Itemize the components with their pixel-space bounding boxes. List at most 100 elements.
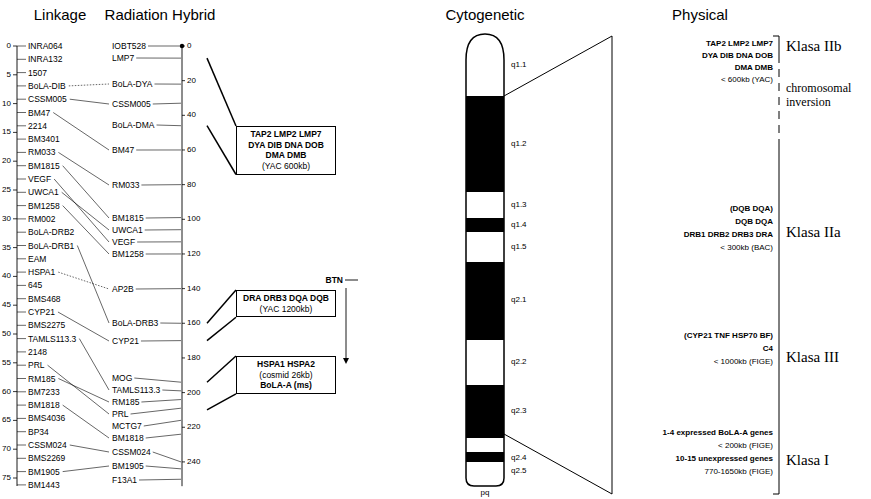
scale-tick xyxy=(182,80,185,81)
marker-leader xyxy=(144,420,181,426)
marker-leader xyxy=(148,46,181,47)
band-name: q1.3 xyxy=(511,201,527,209)
marker-name: BM1905 xyxy=(28,467,60,476)
orientation-line xyxy=(346,288,347,359)
band-name: q2.2 xyxy=(511,358,527,366)
gene-list: BoLA-A (ms) xyxy=(242,380,330,391)
marker-name: TAMLS113.3 xyxy=(112,386,160,395)
marker-name: BM1818 xyxy=(28,401,60,410)
marker-leader xyxy=(17,85,26,86)
size-note: < 600kb (YAC) xyxy=(721,76,773,84)
scale-number: 140 xyxy=(187,285,200,293)
class-label: Klasa III xyxy=(786,350,839,365)
marker-leader xyxy=(17,405,26,406)
chromosome-outline xyxy=(466,34,504,486)
marker-leader xyxy=(17,365,26,366)
marker-name: CYP21 xyxy=(112,337,139,346)
marker-leader xyxy=(17,245,26,246)
column-heading: Physical xyxy=(672,7,728,22)
scale-tick xyxy=(13,218,17,219)
marker-name: BM1443 xyxy=(28,481,60,490)
marker-correspondence xyxy=(58,152,109,185)
marker-name: CYP21 xyxy=(28,308,55,317)
marker-name: BM1818 xyxy=(112,434,144,443)
marker-name: BM1905 xyxy=(112,462,144,471)
marker-leader xyxy=(146,217,181,218)
scale-number: 60 xyxy=(187,146,196,154)
marker-correspondence xyxy=(70,99,109,104)
marker-name: MOG xyxy=(112,374,132,383)
gene-list: TAP2 LMP2 LMP7 xyxy=(706,40,773,48)
scale-number: 200 xyxy=(187,389,200,397)
marker-leader xyxy=(139,479,181,481)
scale-number: 80 xyxy=(187,181,196,189)
marker-leader xyxy=(153,452,181,462)
marker-name: BM1258 xyxy=(28,201,60,210)
marker-leader xyxy=(17,418,26,419)
column-heading: Linkage xyxy=(34,7,87,22)
marker-leader xyxy=(141,184,181,185)
region-note: chromosomal inversion xyxy=(786,82,851,110)
gene-list: DMA DMB xyxy=(242,150,330,161)
clone-line xyxy=(207,126,236,175)
scale-tick xyxy=(182,149,185,150)
marker-name: VEGF xyxy=(28,175,51,184)
scale-tick xyxy=(13,161,17,162)
marker-leader xyxy=(17,192,26,193)
class-label: Klasa IIb xyxy=(786,39,841,54)
dark-band xyxy=(460,385,510,438)
marker-leader xyxy=(153,103,181,105)
marker-leader xyxy=(160,323,181,324)
marker-name: VEGF xyxy=(112,238,135,247)
marker-leader xyxy=(17,484,26,485)
marker-leader xyxy=(146,253,181,254)
marker-name: 645 xyxy=(28,281,42,290)
scale-number: 40 xyxy=(2,272,11,280)
marker-leader xyxy=(17,205,26,206)
scale-tick xyxy=(13,276,17,277)
marker-name: BoLA-DMA xyxy=(112,121,155,130)
marker-leader xyxy=(17,152,26,153)
marker-name: BoLA-DRB2 xyxy=(28,228,74,237)
scale-number: 35 xyxy=(2,244,11,252)
marker-leader xyxy=(17,431,26,432)
clone-line xyxy=(207,317,236,340)
marker-leader xyxy=(17,378,26,379)
marker-leader xyxy=(17,165,26,166)
marker-leader xyxy=(17,298,26,299)
gene-label: BTN xyxy=(326,276,343,285)
marker-leader xyxy=(17,338,26,339)
column-heading: Cytogenetic xyxy=(445,7,524,22)
scale-tick xyxy=(182,219,185,220)
inversion-mark xyxy=(779,55,780,140)
scale-tick xyxy=(182,184,185,185)
marker-name: BP34 xyxy=(28,427,49,436)
marker-name: TAMLS113.3 xyxy=(28,334,76,343)
marker-name: MCTG7 xyxy=(112,422,142,431)
gene-list: TAP2 LMP2 LMP7 xyxy=(242,129,330,140)
gene-list: (CYP21 TNF HSP70 BF) xyxy=(684,332,773,340)
gene-list: DYA DIB DNA DOB xyxy=(702,52,773,60)
marker-name: UWCA1 xyxy=(28,188,59,197)
clone-line xyxy=(207,356,236,382)
scale-number: 120 xyxy=(187,250,200,258)
band-name: q2.1 xyxy=(511,296,527,304)
marker-leader xyxy=(17,59,26,60)
marker-correspondence xyxy=(58,272,109,289)
arm-label: pq xyxy=(481,489,490,497)
clone-line xyxy=(207,290,236,323)
band-name: q2.5 xyxy=(511,467,527,475)
marker-name: BM1815 xyxy=(112,214,144,223)
marker-leader xyxy=(154,84,181,85)
band-name: q2.4 xyxy=(511,454,527,462)
marker-leader xyxy=(17,458,26,459)
marker-leader xyxy=(134,378,181,382)
scale-number: 40 xyxy=(187,111,196,119)
marker-leader xyxy=(17,218,26,219)
scale-number: 70 xyxy=(2,445,11,453)
marker-leader xyxy=(17,112,26,113)
marker-leader xyxy=(17,325,26,326)
gene-box: DRA DRB3 DQA DQB(YAC 1200kb) xyxy=(236,290,336,317)
size-note: < 200kb (FIGE) xyxy=(718,442,773,450)
